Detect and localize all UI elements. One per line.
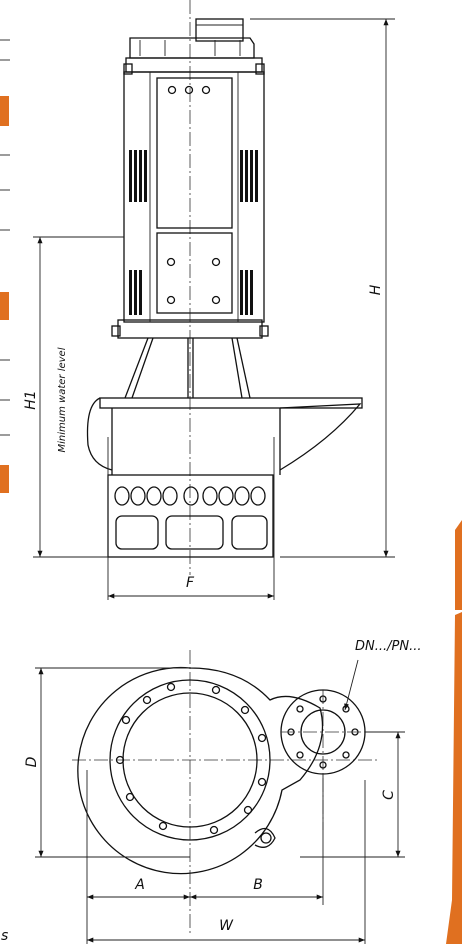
pump-plan-view (72, 650, 380, 935)
dimension-d: D (24, 667, 190, 858)
label-b: B (253, 877, 263, 893)
label-c: C (381, 790, 397, 800)
flange-callout: DN.../PN... (344, 639, 421, 711)
edge-text-fragment: s (1, 928, 8, 944)
label-d: D (24, 756, 40, 767)
dimension-c: C (300, 731, 405, 858)
dimension-a-b: A B (86, 770, 324, 944)
label-h1: H1 (23, 390, 39, 409)
dimension-w: W (87, 780, 366, 944)
left-edge-accents (0, 39, 10, 493)
plan-bolt-holes (115, 682, 267, 835)
inlet-holes (114, 486, 266, 506)
label-min-water-level: Minimum water level (57, 347, 68, 452)
dimension-h1: H1 Minimum water level (23, 236, 124, 558)
label-w: W (219, 918, 234, 934)
label-f: F (186, 575, 195, 591)
label-h: H (368, 284, 384, 295)
right-edge-accent-bar (446, 520, 462, 944)
label-a: A (134, 877, 145, 893)
dimension-f: F (107, 437, 275, 600)
pump-elevation-view (86, 0, 363, 575)
dimension-h: H (250, 18, 395, 558)
label-flange: DN.../PN... (355, 639, 421, 654)
